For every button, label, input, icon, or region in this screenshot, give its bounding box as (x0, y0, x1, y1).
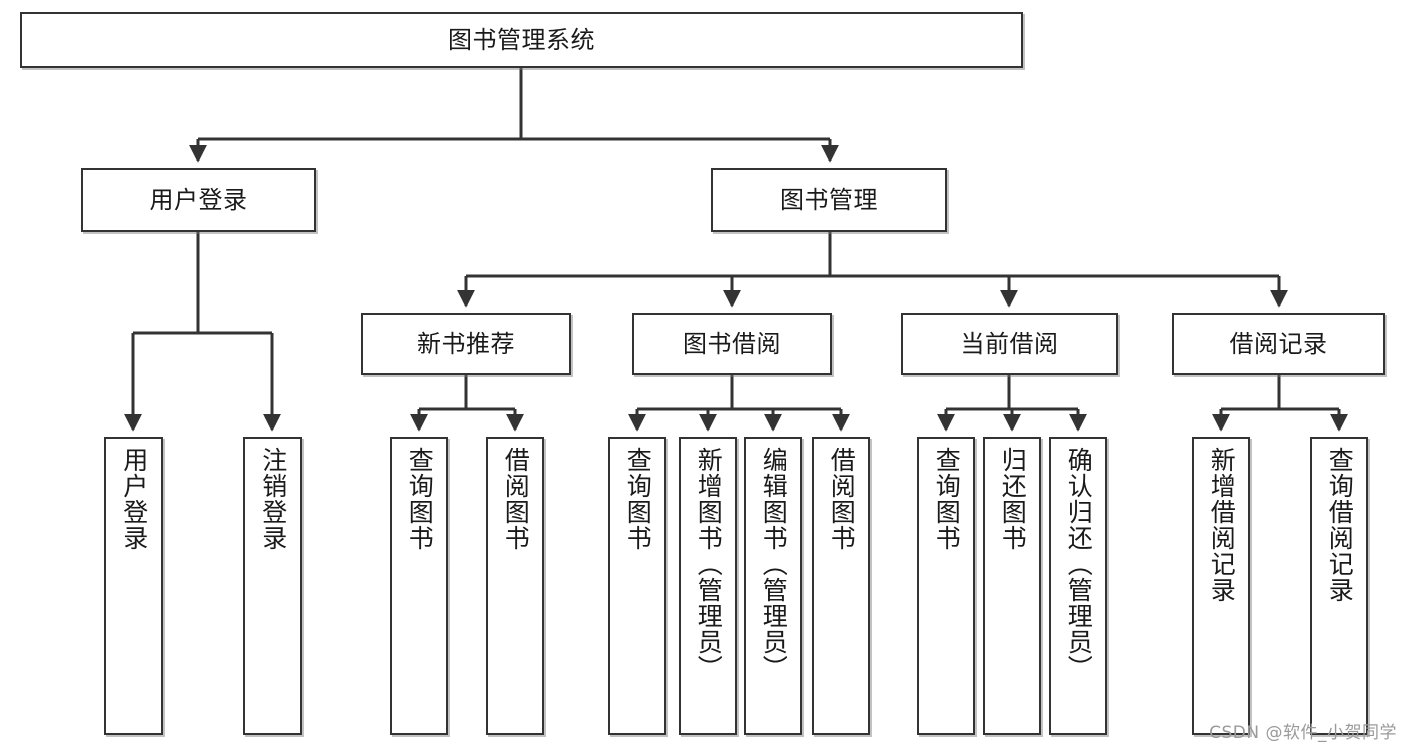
node-leaf-query-borrow-record-label: 查询借阅记录 (1325, 447, 1355, 603)
node-root-label: 图书管理系统 (448, 25, 595, 54)
node-leaf-user-login-label: 用户登录 (119, 447, 149, 551)
node-borrow-record-label: 借阅记录 (1229, 329, 1328, 358)
node-leaf-query-book-3-label: 查询图书 (932, 447, 962, 551)
node-current-borrow-label: 当前借阅 (960, 329, 1059, 358)
node-leaf-edit-book-admin[interactable]: 编辑图书（管理员） (744, 437, 802, 735)
node-leaf-logout-login-label: 注销登录 (258, 447, 288, 551)
node-borrow-record[interactable]: 借阅记录 (1172, 313, 1385, 375)
node-leaf-return-book[interactable]: 归还图书 (983, 437, 1041, 735)
node-leaf-return-book-label: 归还图书 (998, 447, 1028, 551)
node-new-book-recommend[interactable]: 新书推荐 (361, 313, 571, 375)
node-book-borrow-label: 图书借阅 (683, 329, 781, 358)
node-leaf-add-borrow-record-label: 新增借阅记录 (1207, 447, 1237, 603)
node-book-manage-label: 图书管理 (780, 185, 878, 214)
node-leaf-query-borrow-record[interactable]: 查询借阅记录 (1310, 437, 1368, 735)
node-leaf-edit-book-admin-label: 编辑图书（管理员） (759, 447, 789, 681)
node-leaf-borrow-book-2-label: 借阅图书 (827, 447, 857, 551)
node-leaf-confirm-return-admin-label: 确认归还（管理员） (1064, 447, 1094, 681)
node-leaf-confirm-return-admin[interactable]: 确认归还（管理员） (1049, 437, 1107, 735)
node-leaf-add-borrow-record[interactable]: 新增借阅记录 (1192, 437, 1250, 735)
node-leaf-borrow-book-1[interactable]: 借阅图书 (486, 437, 544, 735)
node-new-book-recommend-label: 新书推荐 (417, 329, 515, 358)
node-user-login[interactable]: 用户登录 (81, 168, 316, 232)
node-leaf-query-book-2[interactable]: 查询图书 (608, 437, 666, 735)
node-leaf-logout-login[interactable]: 注销登录 (243, 437, 302, 735)
node-leaf-query-book-2-label: 查询图书 (623, 447, 653, 551)
node-leaf-borrow-book-1-label: 借阅图书 (501, 447, 531, 551)
node-leaf-query-book-1[interactable]: 查询图书 (390, 437, 448, 735)
node-leaf-add-book-admin[interactable]: 新增图书（管理员） (679, 437, 737, 735)
node-leaf-query-book-3[interactable]: 查询图书 (917, 437, 975, 735)
node-book-borrow[interactable]: 图书借阅 (632, 313, 832, 375)
node-leaf-borrow-book-2[interactable]: 借阅图书 (812, 437, 870, 735)
csdn-watermark: CSDN @软件_小贺同学 (1209, 723, 1397, 743)
node-current-borrow[interactable]: 当前借阅 (901, 313, 1118, 375)
node-leaf-user-login[interactable]: 用户登录 (104, 437, 163, 735)
node-leaf-query-book-1-label: 查询图书 (405, 447, 435, 551)
node-book-manage[interactable]: 图书管理 (711, 168, 947, 232)
node-leaf-add-book-admin-label: 新增图书（管理员） (694, 447, 724, 681)
node-user-login-label: 用户登录 (149, 185, 248, 214)
node-root[interactable]: 图书管理系统 (20, 12, 1023, 68)
